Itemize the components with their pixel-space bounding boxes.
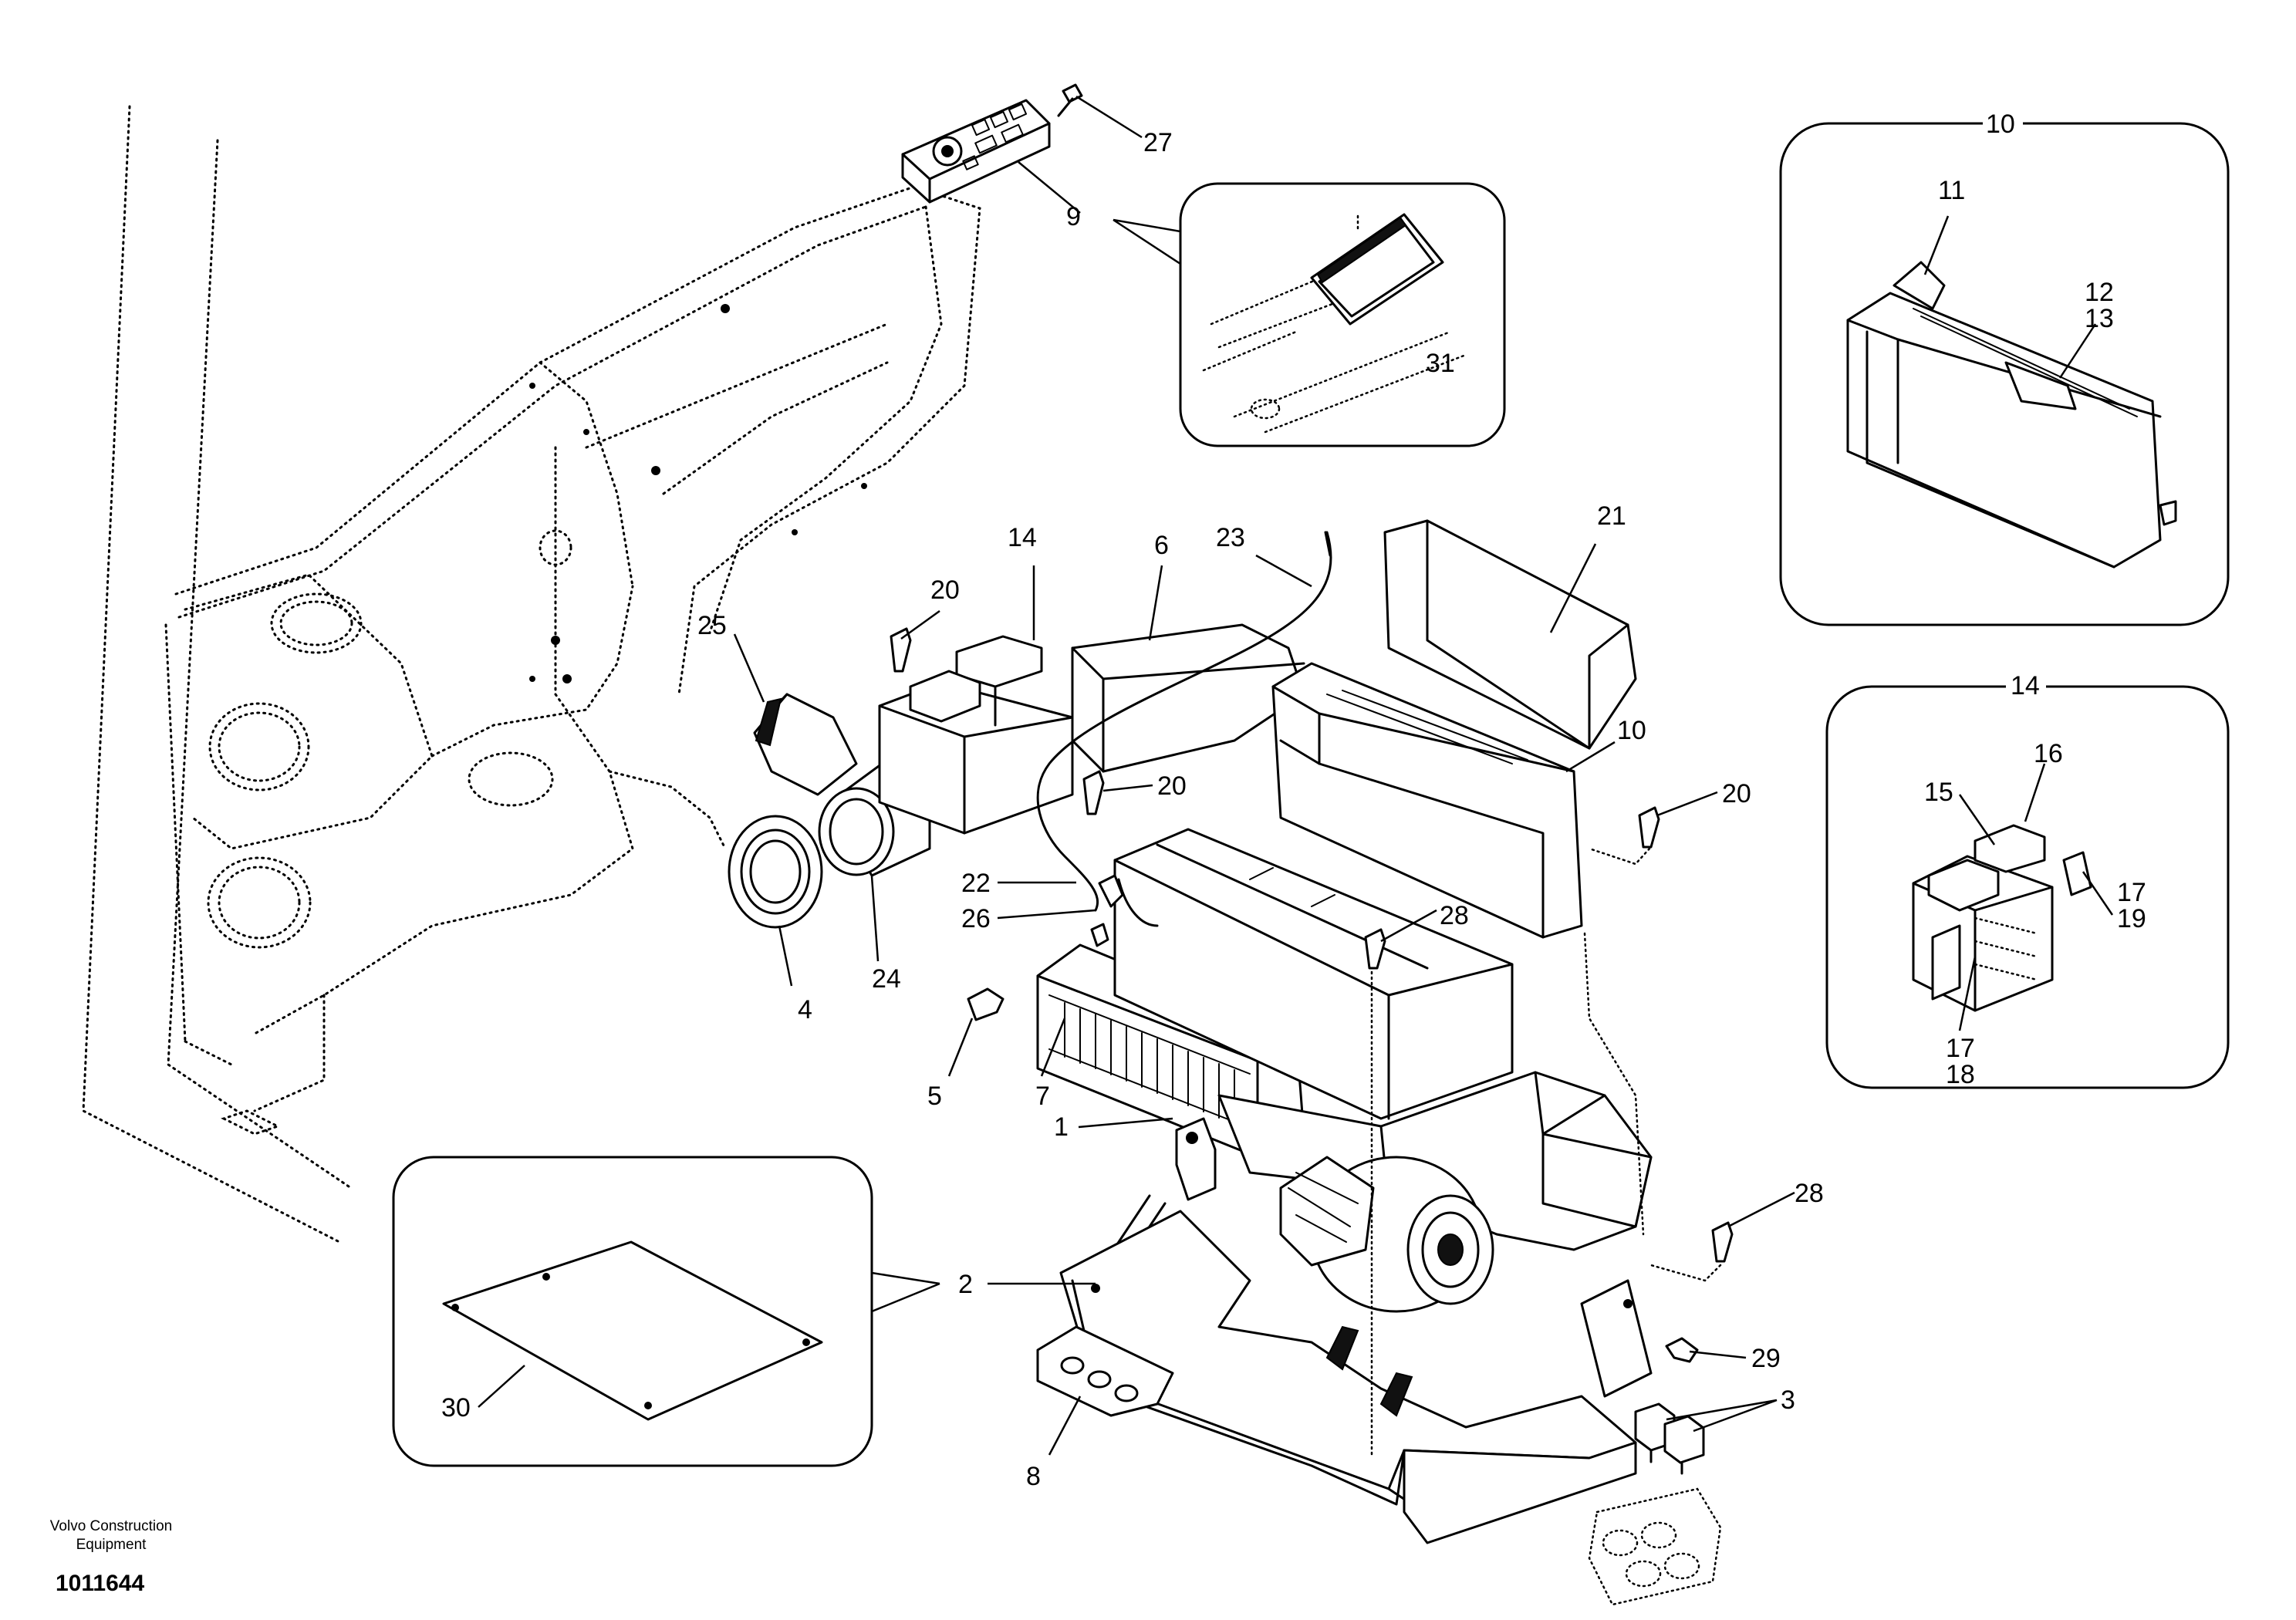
callout-17b: 17 [1946,1034,1975,1063]
callout-10: 10 [1617,716,1646,745]
callout-3: 3 [1781,1385,1795,1415]
callout-5: 5 [927,1082,942,1111]
callout-31: 31 [1426,349,1455,378]
duct-part-6 [1071,623,1305,773]
inset-dash-panel [1113,182,1506,447]
leader-lines [478,95,1795,1456]
callout-16: 16 [2034,739,2063,768]
callout-labels: 1 2 3 4 5 6 7 8 9 10 14 20 20 20 21 22 2… [441,110,2146,1491]
inset-10-title: 10 [1986,110,2015,139]
inset-duct-10 [1779,108,2230,626]
callout-27: 27 [1143,128,1173,157]
inset-relay-14 [1825,671,2230,1089]
relay-part-14-main [878,635,1074,835]
brand-line-1: Volvo Construction [50,1518,172,1534]
callout-20c: 20 [1722,779,1751,808]
filter-part-21 [1383,519,1637,750]
callout-9: 9 [1066,202,1081,231]
callout-4: 4 [798,995,812,1024]
callout-22: 22 [961,869,991,898]
callout-24: 24 [872,964,901,994]
drawing-number: 1011644 [56,1571,144,1596]
callout-28a: 28 [1440,901,1469,930]
callout-17a: 17 [2117,878,2146,907]
relays-part-3 [1588,1402,1722,1606]
callout-8: 8 [1026,1462,1041,1491]
tray-base-part-2 [1059,1210,1653,1544]
vent-ring-part-4 [728,815,823,929]
control-panel-part-9 [901,99,1051,204]
callout-23: 23 [1216,523,1245,552]
inset-floor-cover [392,1156,940,1467]
callout-18: 18 [1946,1060,1975,1089]
plug-part-8 [1036,1325,1174,1417]
inset-14-title: 14 [2011,671,2040,700]
callout-29: 29 [1751,1344,1781,1373]
callout-1: 1 [1054,1112,1069,1142]
callout-12: 12 [2085,278,2114,307]
vent-part-25 [753,693,858,796]
callout-6: 6 [1154,531,1169,560]
blower-housing [1217,1071,1653,1313]
callout-15: 15 [1924,778,1953,807]
callout-7: 7 [1035,1082,1050,1111]
callout-11: 11 [1938,176,1965,205]
callout-14: 14 [1008,523,1037,552]
screw-part-27 [1057,83,1083,117]
callout-20b: 20 [1157,771,1187,801]
callout-13: 13 [2085,304,2114,333]
brand-line-2: Equipment [76,1537,147,1553]
harness-part-23 [1036,531,1332,912]
callout-2: 2 [958,1270,973,1299]
callout-20a: 20 [930,575,960,605]
callout-19: 19 [2117,904,2146,933]
duct-part-10 [1271,662,1583,939]
cab-interior-outline [82,105,981,1244]
callout-28b: 28 [1795,1179,1824,1208]
callout-26: 26 [961,904,991,933]
callout-25: 25 [697,611,727,640]
callout-30: 30 [441,1393,471,1423]
footer: Volvo Construction Equipment 1011644 [50,1518,172,1596]
callout-21: 21 [1597,501,1626,531]
fasteners [890,627,1734,1460]
